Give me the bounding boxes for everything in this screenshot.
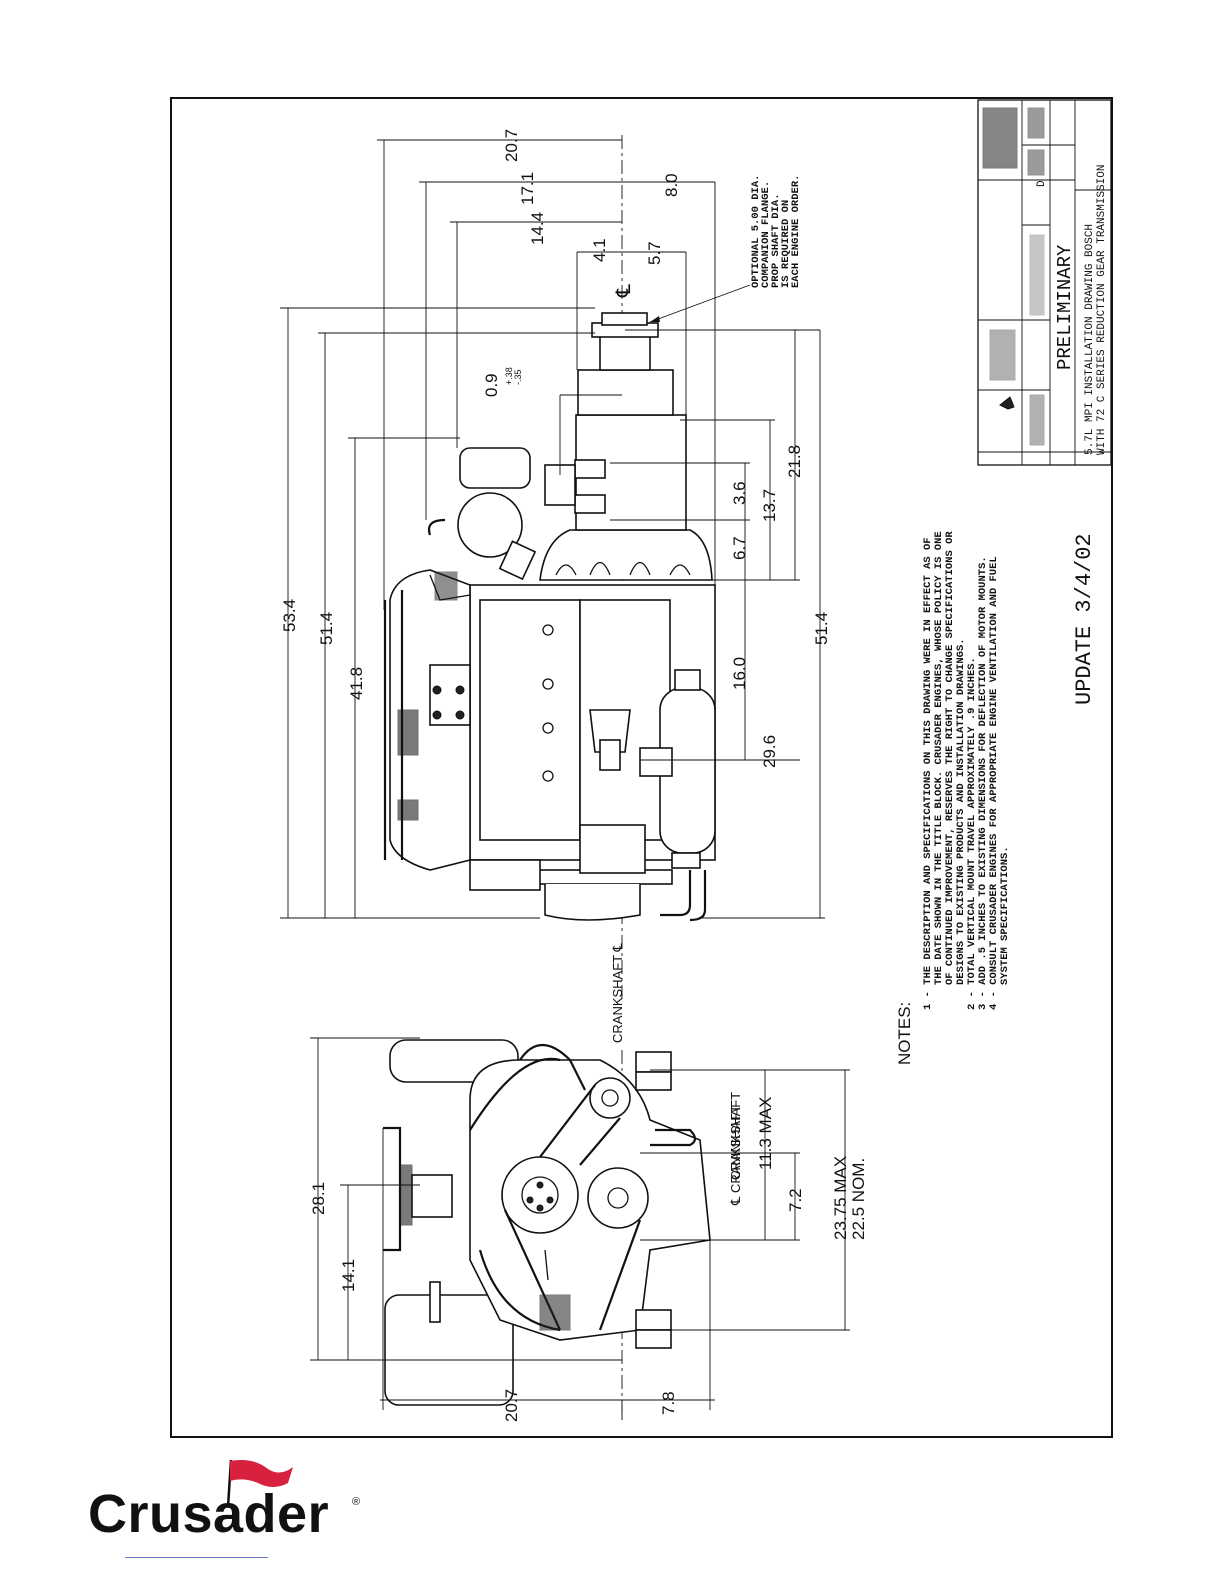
front-view-engine [383,1039,711,1420]
flange-note-4: IS REQUIRED ON [780,200,792,288]
side-view-dimensions [280,139,825,919]
dim-left-51-4: 51.4 [317,612,336,645]
dim-front-28-1: 28.1 [309,1182,328,1215]
dim-front-14-1: 14.1 [339,1259,358,1292]
note-4b: SYSTEM SPECIFICATIONS. [999,846,1011,985]
dim-top-4-1: 4.1 [590,238,609,262]
front-dim-labels: 28.1 14.1 20.7 7.8 11.3 MAX 7.2 23.75 MA… [309,1092,868,1422]
logo-mark-icon [999,396,1015,410]
side-view-engine [383,135,716,1000]
revision-letter: D [1036,180,1048,187]
flange-note-5: EACH ENGINE ORDER. [790,175,802,288]
crankshaft-side-label: CRANKSHAFT ℄ [610,943,625,1043]
flange-note-3: PROP SHAFT DIA. [770,193,782,288]
brand-name: Crusader [88,1484,330,1544]
dim-front-7-8: 7.8 [659,1391,678,1415]
notes-heading: NOTES: [895,1002,914,1065]
flange-note-1: OPTIONAL 5.00 DIA. [750,175,762,288]
dim-top-17-1: 17.1 [518,172,537,205]
dim-front-11-3-max: 11.3 MAX [756,1097,775,1170]
dim-right-29-6: 29.6 [760,735,779,768]
preliminary-label: PRELIMINARY [1054,244,1076,370]
front-view-dimensions [310,1037,850,1420]
drawing-title-1: 5.7L MPI INSTALLATION DRAWING BOSCH [1084,224,1096,455]
dim-top-8-0: 8.0 [662,173,681,197]
dim-right-51-4: 51.4 [812,612,831,645]
dim-tol-plus: +.38 [504,367,514,385]
dim-tol-minus: -.35 [513,369,523,385]
dim-front-22-5-nom: 22.5 NOM. [849,1158,868,1240]
crankshaft-front-label-1: CRANKSHAFT [728,1092,743,1180]
dim-right-6-7: 6.7 [730,536,749,560]
notes-section: NOTES: 1 - THE DESCRIPTION AND SPECIFICA… [895,531,1011,1065]
flange-note-2: COMPANION FLANGE. [760,181,772,288]
crankshaft-front-label-2: ℄ CRANKSHAFT [728,1105,743,1206]
note-1b: THE DATE SHOWN IN THE TITLE BLOCK. CRUSA… [933,531,945,985]
brand-registered-mark: ® [352,1496,361,1508]
dim-right-3-6: 3.6 [730,481,749,505]
note-1c: OF CONTINUED IMPROVEMENT, RESERVES THE R… [944,531,956,985]
drawing-border [170,97,1113,1438]
dim-top-5-7: 5.7 [645,241,664,265]
dim-left-53-4: 53.4 [280,599,299,632]
dim-front-23-75-max: 23.75 MAX [831,1156,850,1240]
dim-left-41-8: 41.8 [347,667,366,700]
dim-right-21-8: 21.8 [785,445,804,478]
dim-tol-0-9: 0.9 [482,373,501,397]
dim-right-16-0: 16.0 [730,657,749,690]
drawing-title-2: WITH 72 C SERIES REDUCTION GEAR TRANSMIS… [1096,165,1108,455]
note-3: 3 - ADD .5 INCHES TO EXISTING DIMENSIONS… [977,556,989,1010]
note-1d: DESIGNS TO EXISTING PRODUCTS AND INSTALL… [955,638,967,985]
title-block: D PRELIMINARY 5.7L MPI INSTALLATION DRAW… [977,99,1112,466]
crusader-flag-icon [226,1459,293,1508]
brand-underline [125,1557,268,1558]
side-dim-labels: 20.7 17.1 14.4 8.0 4.1 5.7 ℄ 0.9 +.38 -.… [280,129,831,1043]
dim-right-13-7: 13.7 [760,489,779,522]
note-1a: 1 - THE DESCRIPTION AND SPECIFICATIONS O… [922,537,934,1010]
note-2: 2 - TOTAL VERTICAL MOUNT TRAVEL APPROXIM… [966,657,978,1010]
centerline-mark: ℄ [613,284,635,298]
update-date: UPDATE 3/4/02 [1072,533,1097,705]
dim-front-20-7: 20.7 [502,1389,521,1422]
dim-front-7-2: 7.2 [786,1188,805,1212]
dim-top-14-4: 14.4 [528,212,547,245]
note-4a: 4 - CONSULT CRUSADER ENGINES FOR APPROPR… [988,556,1000,1010]
dim-top-20-7: 20.7 [502,129,521,162]
